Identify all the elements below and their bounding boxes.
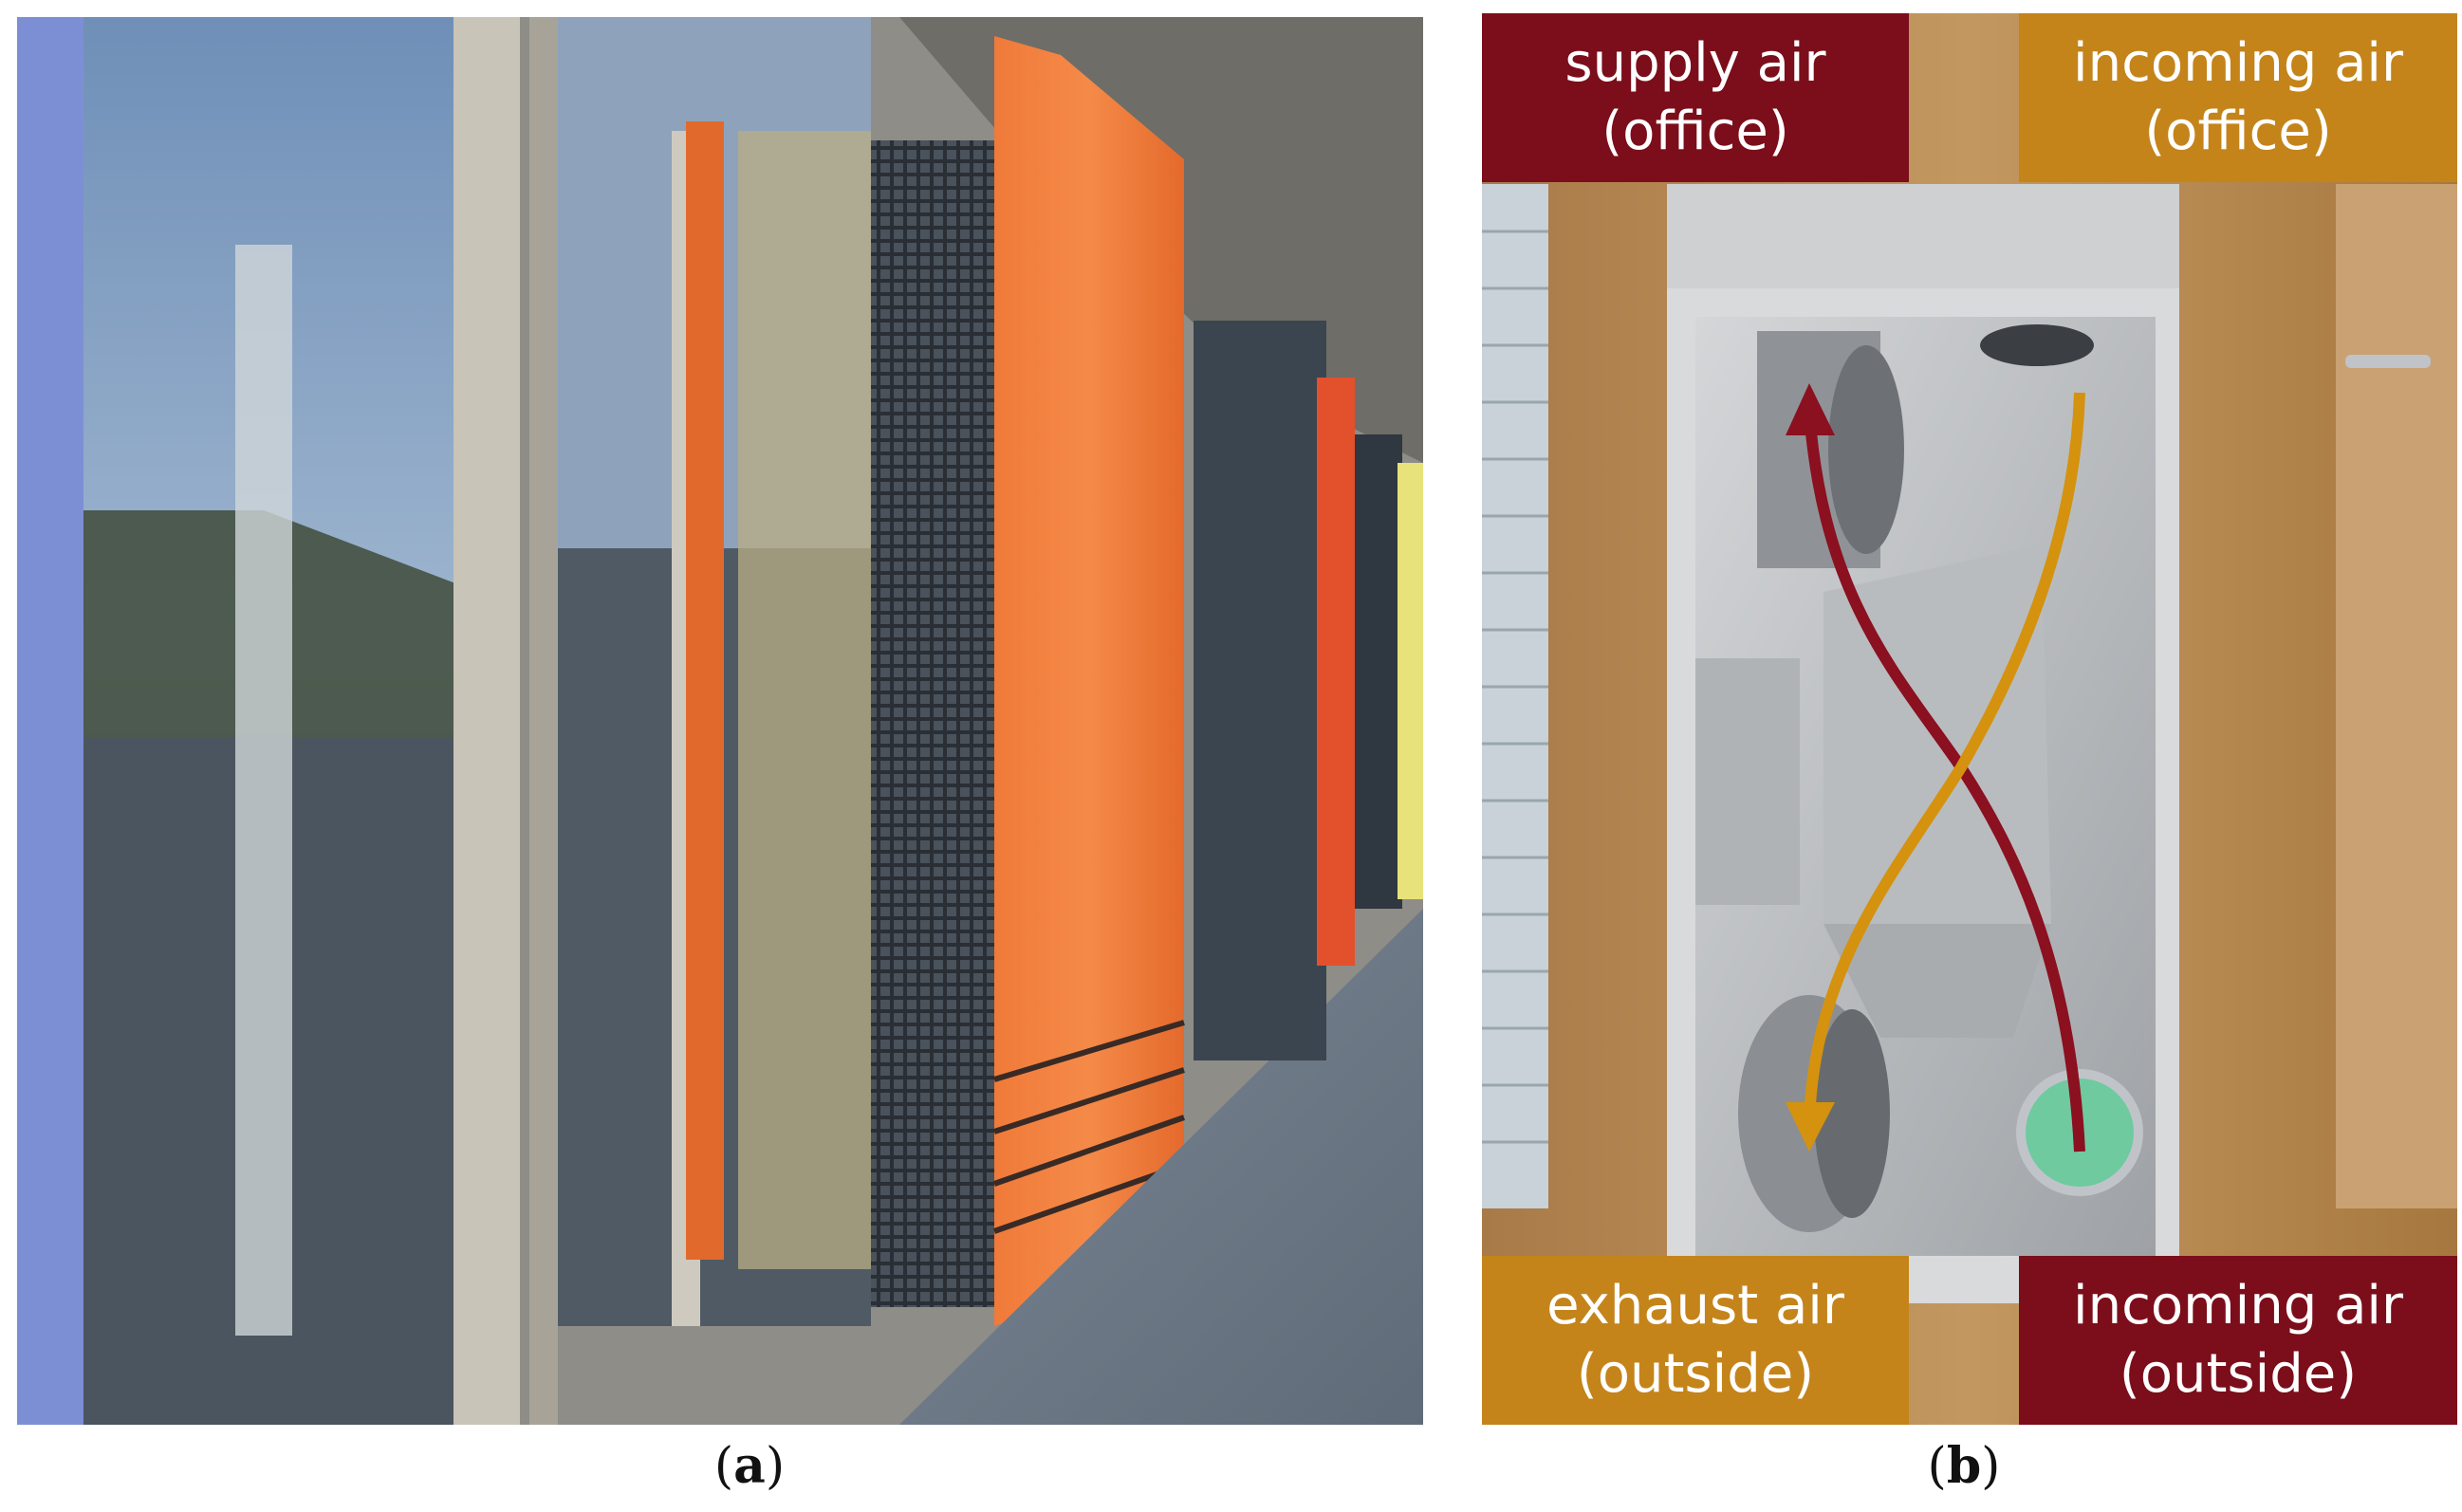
caption-b-letter: b (1946, 1437, 1982, 1495)
label-incoming-air-office-line2: (office) (2144, 101, 2332, 162)
caption-a-letter: a (733, 1437, 766, 1495)
caption-b: (b) (1927, 1437, 2001, 1495)
caption-a: (a) (713, 1437, 786, 1495)
label-exhaust-air-outside: exhaust air (outside) (1482, 1256, 1909, 1425)
label-supply-air-office-line2: (office) (1601, 101, 1789, 162)
label-incoming-air-outside-line2: (outside) (2119, 1343, 2358, 1405)
facade-photo (17, 17, 1423, 1425)
label-exhaust-air-outside-line1: exhaust air (1546, 1275, 1844, 1337)
label-supply-air-office: supply air (office) (1482, 13, 1909, 182)
label-supply-air-office-line1: supply air (1564, 32, 1826, 94)
label-incoming-air-office-line1: incoming air (2073, 32, 2403, 94)
label-exhaust-air-outside-line2: (outside) (1576, 1343, 1815, 1405)
ventilation-unit-graphic (1482, 13, 2457, 1425)
facade-photo-graphic (17, 17, 1423, 1425)
ventilation-unit-photo: supply air (office) incoming air (office… (1482, 13, 2457, 1425)
label-incoming-air-office: incoming air (office) (2019, 13, 2457, 182)
label-incoming-air-outside-line1: incoming air (2073, 1275, 2403, 1337)
label-incoming-air-outside: incoming air (outside) (2019, 1256, 2457, 1425)
